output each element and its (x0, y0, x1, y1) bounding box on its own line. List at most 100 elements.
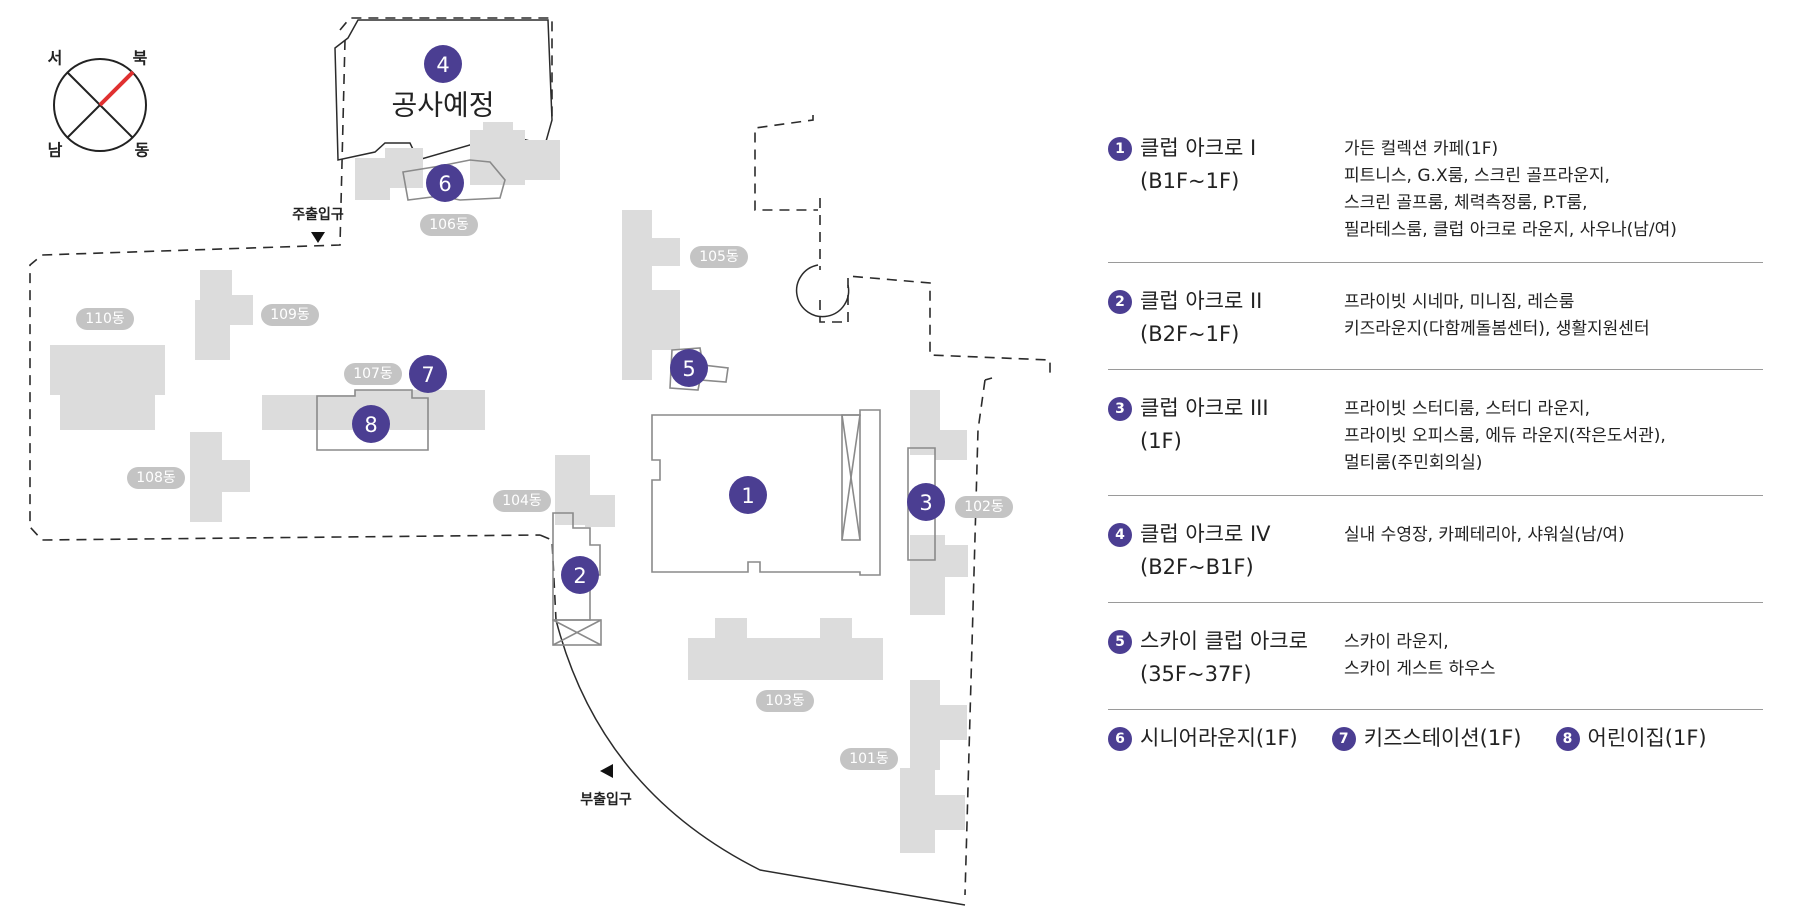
legend-name: 클럽 아크로 IV (1140, 522, 1271, 546)
community-halls (316, 159, 936, 646)
marker-5[interactable]: 5 (670, 349, 708, 387)
svg-text:106동: 106동 (429, 217, 469, 233)
legend-floors: (1F) (1140, 429, 1182, 453)
legend-small-item-8: 8 어린이집(1F) (1555, 722, 1707, 755)
secondary-gate: 부출입구 (580, 764, 632, 808)
gate-left-arrow-icon (600, 764, 613, 778)
legend-number-badge: 1 (1108, 137, 1132, 161)
legend-number-badge: 4 (1108, 523, 1132, 547)
gate-down-arrow-icon (311, 232, 325, 243)
legend-desc-line: 프라이빗 오피스룸, 에듀 라운지(작은도서관), (1344, 426, 1666, 446)
legend-name: 클럽 아크로 III (1140, 396, 1269, 420)
svg-text:2: 2 (573, 564, 586, 588)
legend-desc-line: 키즈라운지(다함께돌봄센터), 생활지원센터 (1344, 319, 1650, 339)
legend-small-item-7: 7 키즈스테이션(1F) (1331, 722, 1522, 755)
svg-text:104동: 104동 (502, 493, 542, 509)
construction-area-dashed (339, 17, 553, 120)
legend-row-5: 5 스카이 클럽 아크로 (35F~37F) 스카이 라운지, 스카이 게스트 하… (1108, 603, 1763, 710)
svg-text:5: 5 (682, 357, 695, 381)
svg-text:4: 4 (436, 53, 449, 77)
legend-number-badge: 8 (1555, 726, 1580, 751)
label-106: 106동 (420, 214, 478, 236)
svg-text:103동: 103동 (765, 693, 805, 709)
svg-text:107동: 107동 (353, 366, 393, 382)
legend-number-badge: 5 (1108, 630, 1132, 654)
legend-desc-line: 실내 수영장, 카페테리아, 샤워실(남/여) (1344, 525, 1625, 545)
legend-number-badge: 3 (1108, 397, 1132, 421)
site-boundary (29, 39, 1051, 896)
marker-2[interactable]: 2 (561, 556, 599, 594)
svg-text:1: 1 (741, 484, 754, 508)
label-110: 110동 (76, 308, 134, 330)
legend-floors: (B1F~1F) (1140, 169, 1240, 193)
legend-row-1: 1 클럽 아크로 I (B1F~1F) 가든 컬렉션 카페(1F) 피트니스, G… (1108, 132, 1763, 263)
svg-text:102동: 102동 (964, 499, 1004, 515)
svg-text:110동: 110동 (85, 311, 125, 327)
svg-text:108동: 108동 (136, 470, 176, 486)
compass-north: 북 (133, 49, 148, 68)
construction-area (334, 19, 553, 161)
compass: 서 북 남 동 (48, 49, 150, 160)
facility-legend: 1 클럽 아크로 I (B1F~1F) 가든 컬렉션 카페(1F) 피트니스, G… (1108, 132, 1763, 755)
legend-desc-line: 스카이 게스트 하우스 (1344, 659, 1496, 679)
legend-floors: (B2F~1F) (1140, 322, 1240, 346)
legend-name: 클럽 아크로 I (1140, 136, 1257, 160)
legend-name: 클럽 아크로 II (1140, 289, 1263, 313)
legend-number-badge: 7 (1331, 726, 1356, 751)
legend-floors: (35F~37F) (1140, 662, 1252, 686)
legend-desc-line: 멀티룸(주민회의실) (1344, 453, 1483, 473)
label-107: 107동 (344, 363, 402, 385)
svg-text:7: 7 (421, 363, 434, 387)
compass-south: 남 (48, 141, 63, 160)
legend-name: 시니어라운지(1F) (1140, 726, 1298, 750)
buildings (50, 122, 968, 853)
legend-number-badge: 2 (1108, 290, 1132, 314)
svg-text:109동: 109동 (270, 307, 310, 323)
legend-small-row: 6 시니어라운지(1F) 7 키즈스테이션(1F) 8 어린이집(1F) (1108, 710, 1763, 755)
legend-row-2: 2 클럽 아크로 II (B2F~1F) 프라이빗 시네마, 미니짐, 레슨룸 키… (1108, 263, 1763, 370)
legend-name: 키즈스테이션(1F) (1363, 726, 1522, 750)
legend-small-item-6: 6 시니어라운지(1F) (1108, 722, 1298, 755)
svg-text:8: 8 (364, 413, 377, 437)
legend-floors: (B2F~B1F) (1140, 555, 1254, 579)
legend-desc-line: 프라이빗 시네마, 미니짐, 레슨룸 (1344, 292, 1575, 312)
main-gate: 주출입구 (292, 206, 344, 243)
svg-text:6: 6 (438, 172, 451, 196)
marker-4[interactable]: 4 (424, 45, 462, 83)
label-101: 101동 (840, 748, 898, 770)
legend-desc-line: 스카이 라운지, (1344, 632, 1449, 652)
boundary-solid-curve (555, 619, 966, 906)
construction-label: 공사예정 (391, 89, 494, 122)
label-108: 108동 (127, 467, 185, 489)
label-109: 109동 (261, 304, 319, 326)
legend-desc-line: 피트니스, G.X룸, 스크린 골프라운지, (1344, 166, 1610, 186)
label-104: 104동 (493, 490, 551, 512)
legend-row-3: 3 클럽 아크로 III (1F) 프라이빗 스터디룸, 스터디 라운지, 프라이… (1108, 370, 1763, 496)
compass-west: 서 (48, 49, 63, 68)
svg-text:101동: 101동 (849, 751, 889, 767)
marker-3[interactable]: 3 (907, 483, 945, 521)
svg-text:105동: 105동 (699, 249, 739, 265)
compass-east: 동 (135, 141, 150, 160)
legend-desc-line: 가든 컬렉션 카페(1F) (1344, 139, 1499, 159)
legend-number-badge: 6 (1108, 726, 1132, 751)
svg-text:주출입구: 주출입구 (292, 206, 344, 223)
legend-desc-line: 스크린 골프룸, 체력측정룸, P.T룸, (1344, 193, 1588, 213)
marker-8[interactable]: 8 (352, 405, 390, 443)
label-103: 103동 (756, 690, 814, 712)
legend-desc-line: 프라이빗 스터디룸, 스터디 라운지, (1344, 399, 1590, 419)
legend-name: 스카이 클럽 아크로 (1140, 629, 1308, 653)
legend-name: 어린이집(1F) (1587, 726, 1707, 750)
marker-1[interactable]: 1 (729, 476, 767, 514)
label-105: 105동 (690, 246, 748, 268)
legend-desc-line: 필라테스룸, 클럽 아크로 라운지, 사우나(남/여) (1344, 220, 1677, 240)
label-102: 102동 (955, 496, 1013, 518)
compass-needle (98, 70, 135, 107)
svg-text:3: 3 (919, 491, 932, 515)
marker-6[interactable]: 6 (426, 164, 464, 202)
svg-text:부출입구: 부출입구 (580, 791, 632, 808)
legend-row-4: 4 클럽 아크로 IV (B2F~B1F) 실내 수영장, 카페테리아, 샤워실(… (1108, 496, 1763, 603)
marker-7[interactable]: 7 (409, 355, 447, 393)
boundary-arc (795, 264, 850, 318)
